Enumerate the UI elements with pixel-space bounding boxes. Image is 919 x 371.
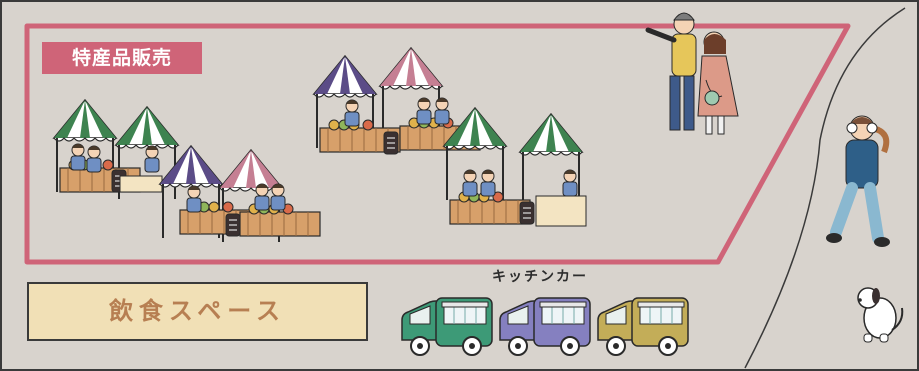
road-edge (744, 7, 906, 369)
kitchen-car-label: キッチンカー (492, 269, 588, 285)
person-icon (826, 115, 890, 247)
couple-icon (645, 12, 739, 135)
market-tent-icon (443, 107, 587, 227)
market-zone-label: 特産品販売 (42, 42, 202, 74)
kitchen-car-icon (401, 297, 493, 356)
kitchen-car-icon (597, 297, 689, 356)
market-zone-border (24, 23, 851, 265)
dog-icon (857, 287, 904, 343)
market-tent-icon (159, 145, 321, 243)
food-area: 飲食スペース (27, 282, 368, 341)
kitchen-car-icon (499, 297, 591, 356)
